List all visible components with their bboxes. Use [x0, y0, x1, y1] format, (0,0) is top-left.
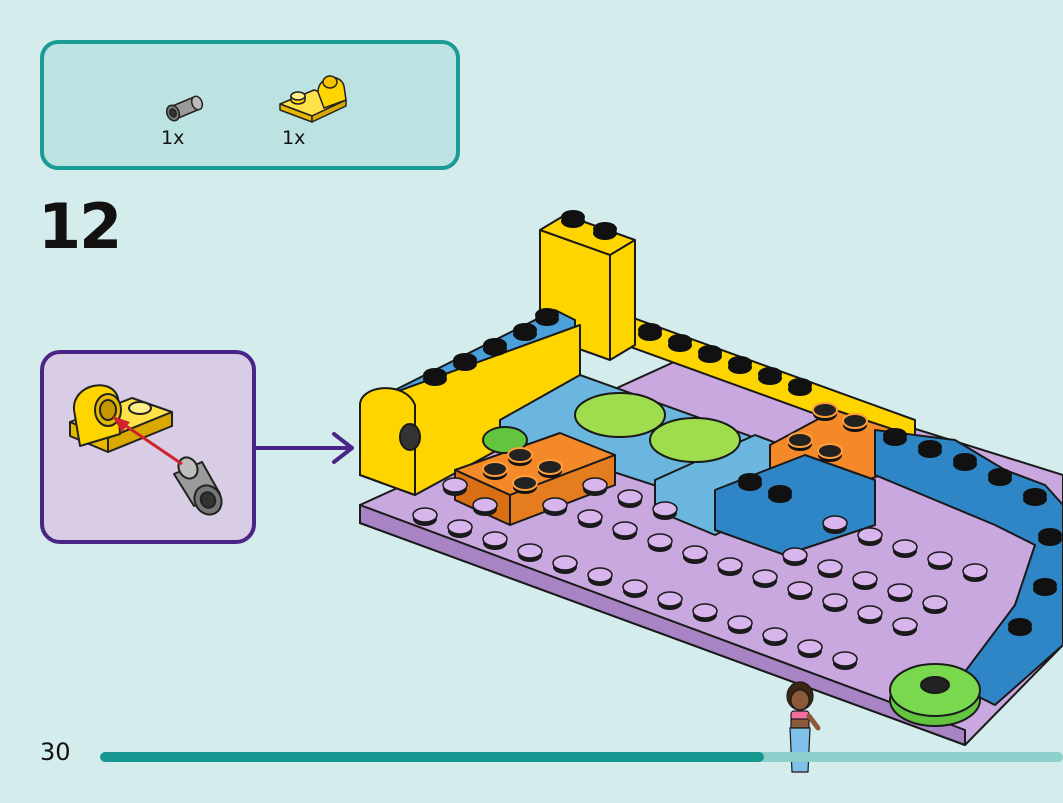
parts-list-box: 1x 1x: [40, 40, 460, 170]
parts-item-quantity: 1x: [282, 127, 306, 149]
yellow-bracket-icon: [279, 75, 347, 123]
callout-arrow-icon: [254, 432, 354, 464]
step-number: 12: [38, 190, 122, 263]
pin-insertion-diagram: [69, 384, 223, 516]
progress-bar: [100, 752, 1063, 762]
sub-assembly-callout: [40, 350, 256, 544]
progress-bar-fill: [100, 752, 765, 762]
page-number: 30: [40, 738, 71, 766]
grey-pin-icon: [165, 95, 204, 122]
parts-item-quantity: 1x: [161, 127, 185, 149]
parts-item-pin: 1x: [154, 79, 244, 169]
model-illustration: [359, 210, 1063, 746]
parts-item-bracket: 1x: [274, 62, 364, 152]
